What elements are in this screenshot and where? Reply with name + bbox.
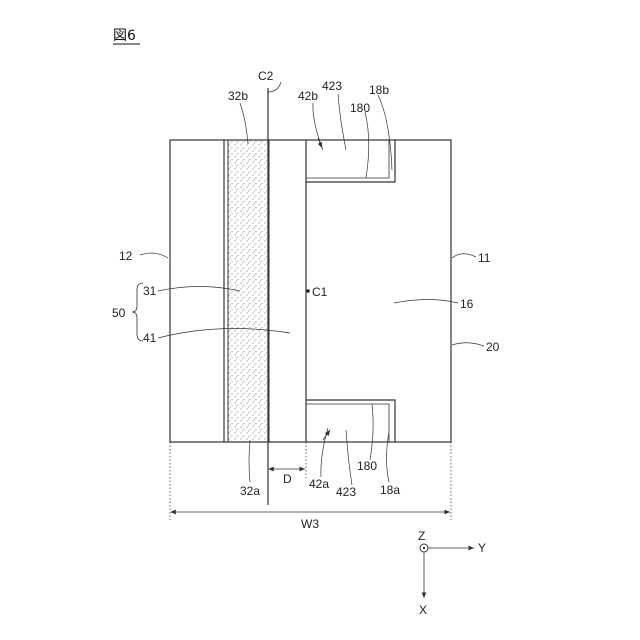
coordinate-axes: Z Y X <box>418 529 486 617</box>
notch-bottom-outline <box>306 400 395 442</box>
notch-top-outline <box>306 140 395 182</box>
leader-180-bot <box>370 404 373 460</box>
leader-16 <box>394 300 458 304</box>
leader-180-top <box>365 112 369 178</box>
dotted-layer-32 <box>228 140 269 442</box>
axis-label-x: X <box>419 603 427 617</box>
label-423-top: 423 <box>322 79 342 93</box>
leader-20 <box>452 343 484 346</box>
leader-12 <box>140 253 168 258</box>
leader-423-top <box>338 94 346 150</box>
part-180-bottom <box>306 404 389 442</box>
label-11: 11 <box>478 251 491 265</box>
label-41: 41 <box>143 331 157 345</box>
leader-c2 <box>268 82 281 92</box>
figure-title: 図6 <box>113 28 136 44</box>
arrow-42a <box>323 430 330 440</box>
leader-32a <box>249 440 250 482</box>
leader-11 <box>452 254 476 258</box>
label-20: 20 <box>486 340 500 354</box>
label-d: D <box>283 472 292 486</box>
label-c2: C2 <box>258 69 274 83</box>
brace-50 <box>132 283 143 341</box>
label-12: 12 <box>119 249 133 263</box>
label-42a: 42a <box>309 477 329 491</box>
leader-42b <box>313 103 323 150</box>
leader-32b <box>240 103 248 144</box>
outer-body-20 <box>170 140 451 442</box>
label-c1: C1 <box>312 285 328 299</box>
label-32b: 32b <box>228 89 248 103</box>
part-180-top <box>306 140 389 178</box>
c1-point <box>306 289 310 293</box>
label-42b: 42b <box>298 89 318 103</box>
label-423-bot: 423 <box>336 485 356 499</box>
label-50: 50 <box>112 306 126 320</box>
axis-label-y: Y <box>478 541 486 555</box>
axis-label-z: Z <box>418 529 425 543</box>
leader-18b <box>378 95 392 170</box>
label-18b: 18b <box>369 83 389 97</box>
label-180-bot: 180 <box>357 459 377 473</box>
z-axis-dot-icon <box>423 547 425 549</box>
label-16: 16 <box>460 297 474 311</box>
label-31: 31 <box>143 284 157 298</box>
label-180-top: 180 <box>350 101 370 115</box>
leader-423-bot <box>346 430 352 485</box>
label-w3: W3 <box>301 517 319 531</box>
leader-42a <box>321 428 328 477</box>
label-18a: 18a <box>380 483 400 497</box>
label-32a: 32a <box>240 484 260 498</box>
